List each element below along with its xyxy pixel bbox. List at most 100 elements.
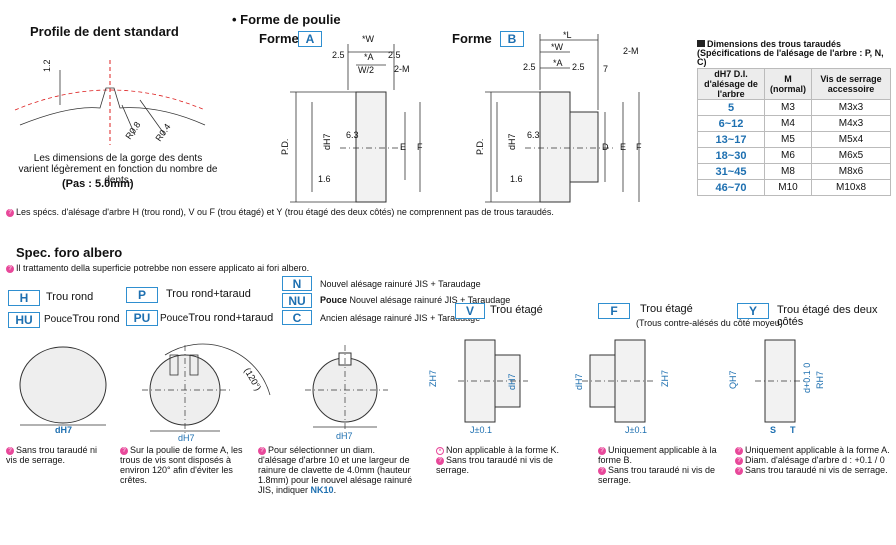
prohibited-icon: × [436, 446, 444, 455]
svg-text:T: T [790, 425, 796, 435]
svg-text:F: F [636, 142, 642, 152]
note-h: ?Sans trou taraudé ni vis de serrage. [6, 445, 98, 465]
svg-text:J±0.1: J±0.1 [470, 425, 492, 435]
option-nu-badge: NU [282, 293, 312, 308]
svg-text:2.5: 2.5 [388, 50, 401, 60]
option-pu-badge: PU [126, 310, 158, 326]
warning-icon: ? [6, 264, 14, 273]
svg-text:dH7: dH7 [507, 133, 517, 150]
bore-f-diagram: dH7 ZH7 J±0.1 [574, 339, 670, 435]
svg-text:dH7: dH7 [507, 373, 517, 390]
bore-v-diagram: ZH7 dH7 J±0.1 [428, 339, 528, 435]
svg-text:7: 7 [603, 64, 608, 74]
warning-icon: ? [598, 446, 606, 455]
svg-text:J±0.1: J±0.1 [625, 425, 647, 435]
option-n-badge: N [282, 276, 312, 291]
svg-text:F: F [417, 142, 423, 152]
svg-text:E: E [620, 142, 626, 152]
option-h-label: Trou rond [46, 291, 94, 303]
svg-text:d+0.1 0: d+0.1 0 [802, 363, 812, 393]
svg-text:S: S [770, 425, 776, 435]
forme-a-badge: A [298, 31, 322, 47]
profile-note: Les dimensions de la gorge des dents var… [18, 153, 218, 186]
poulie-title: • Forme de poulie [232, 12, 341, 27]
svg-text:*W: *W [362, 34, 375, 44]
svg-text:P.D.: P.D. [280, 139, 290, 155]
svg-text:dH7: dH7 [574, 373, 584, 390]
option-f-badge: F [598, 303, 630, 319]
bore-y-diagram: QH7 d+0.1 0 RH7 S T [728, 339, 825, 435]
option-v-label: Trou étagé [490, 304, 543, 316]
svg-text:E: E [400, 142, 406, 152]
warning-icon: ? [258, 446, 266, 455]
option-y-badge: Y [737, 303, 769, 319]
pulley-form-a-diagram: *W *A 2.5 2.5 W/2 2-M P.D. dH7 6.3 E F 1… [280, 34, 423, 203]
svg-text:R0.8: R0.8 [123, 120, 142, 141]
svg-text:W/2: W/2 [358, 65, 374, 75]
tap-table: dH7 D.I. d'alésage de l'arbre M (normal)… [697, 68, 891, 196]
svg-text:RH7: RH7 [815, 371, 825, 389]
warning-icon: ? [598, 466, 606, 475]
option-c-label: Ancien alésage rainuré JIS + Taraudage [320, 313, 481, 323]
warning-icon: ? [735, 446, 743, 455]
warning-icon: ? [735, 466, 743, 475]
svg-text:P.D.: P.D. [475, 139, 485, 155]
option-hu-label: PouceTrou rond [44, 313, 120, 325]
note-y: ?Uniquement applicable à la forme A. ?Di… [735, 445, 890, 475]
pulley-form-b-diagram: *L *W *A 2.5 2.5 7 2-M P.D. dH7 6.3 D E … [475, 30, 642, 203]
warning-icon: ? [436, 456, 444, 465]
svg-text:2.5: 2.5 [523, 62, 536, 72]
warning-line: ?Les spécs. d'alésage d'arbre H (trou ro… [6, 207, 554, 217]
svg-text:ZH7: ZH7 [428, 370, 438, 387]
option-h-badge: H [8, 290, 40, 306]
svg-text:ZH7: ZH7 [660, 370, 670, 387]
svg-text:(120°): (120°) [242, 366, 263, 392]
svg-text:2.5: 2.5 [572, 62, 585, 72]
svg-text:dH7: dH7 [336, 431, 353, 441]
option-n-label: Nouvel alésage rainuré JIS + Taraudage [320, 279, 481, 289]
note-p: ?Sur la poulie de forme A, les trous de … [120, 445, 243, 485]
svg-text:dH7: dH7 [55, 425, 72, 435]
svg-text:6.3: 6.3 [527, 130, 540, 140]
option-p-badge: P [126, 287, 158, 303]
option-f-sub: (Trous contre-alésés du côté moyeu) [636, 318, 783, 328]
svg-text:dH7: dH7 [322, 133, 332, 150]
profile-title: Profile de dent standard [30, 24, 179, 39]
svg-text:2-M: 2-M [623, 46, 639, 56]
svg-text:*L: *L [563, 30, 572, 40]
option-v-badge: V [455, 303, 485, 319]
bore-h-diagram: dH7 [19, 346, 107, 435]
svg-text:R0.4: R0.4 [153, 122, 172, 143]
svg-text:D: D [602, 142, 609, 152]
bore-p-diagram: (120°) dH7 [142, 343, 271, 443]
forme-b-badge: B [500, 31, 524, 47]
note-f: ?Uniquement applicable à la forme B. ?Sa… [598, 445, 717, 485]
note-n: ?Pour sélectionner un diam. d'alésage d'… [258, 445, 413, 495]
warning-icon: ? [735, 456, 743, 465]
option-y-label: Trou étagé des deux côtés [777, 304, 878, 328]
option-nu-label: Pouce Nouvel alésage rainuré JIS + Tarau… [320, 295, 511, 305]
svg-text:*W: *W [551, 42, 564, 52]
tooth-profile-diagram: 1.2 R0.8 R0.4 [14, 59, 206, 145]
svg-text:1.2: 1.2 [42, 59, 52, 72]
svg-text:1.6: 1.6 [510, 174, 523, 184]
spec-warning: ?Il trattamento della superficie potrebb… [6, 263, 309, 273]
svg-text:2-M: 2-M [394, 64, 410, 74]
option-pu-label: PouceTrou rond+taraud [160, 312, 274, 324]
svg-text:*A: *A [553, 58, 563, 68]
bore-n-diagram: dH7 [305, 345, 388, 441]
svg-text:6.3: 6.3 [346, 130, 359, 140]
note-v: ×Non applicable à la forme K. ?Sans trou… [436, 445, 560, 475]
profile-pitch: (Pas : 5.0mm) [62, 178, 134, 190]
svg-text:*A: *A [364, 52, 374, 62]
spec-title: Spec. foro albero [16, 245, 123, 260]
warning-icon: ? [6, 208, 14, 217]
warning-icon: ? [6, 446, 14, 455]
svg-text:QH7: QH7 [728, 370, 738, 389]
